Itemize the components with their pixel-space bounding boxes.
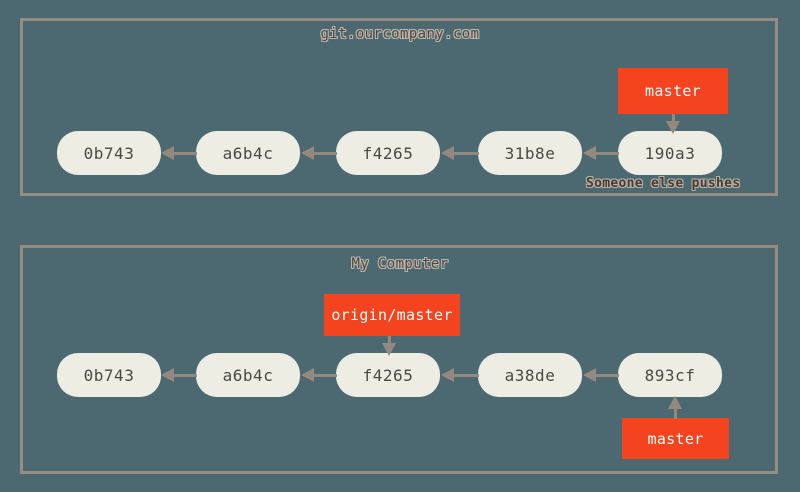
parent-arrow: [161, 353, 197, 397]
commit-node: f4265: [336, 131, 440, 175]
parent-arrow: [583, 131, 619, 175]
ref-label-origin-master: origin/master: [324, 294, 460, 336]
commit-node: a6b4c: [196, 131, 300, 175]
commit-node: 0b743: [57, 353, 161, 397]
commit-node: 190a3: [618, 131, 722, 175]
panel-local-title: My Computer: [351, 256, 449, 272]
ref-label-master: master: [618, 68, 728, 114]
parent-arrow: [583, 353, 619, 397]
commit-node: f4265: [336, 353, 440, 397]
commit-node: 31b8e: [478, 131, 582, 175]
parent-arrow: [441, 353, 479, 397]
commit-node: a38de: [478, 353, 582, 397]
ref-pointer-arrow: [364, 336, 414, 356]
ref-label-master: master: [622, 418, 729, 459]
commit-node: 0b743: [57, 131, 161, 175]
ref-pointer-arrow: [650, 396, 700, 419]
panel-remote-title: git.ourcompany.com: [320, 26, 480, 42]
ref-pointer-arrow: [648, 114, 698, 134]
parent-arrow: [301, 353, 337, 397]
panel-local-repository: [20, 245, 778, 474]
parent-arrow: [161, 131, 197, 175]
parent-arrow: [301, 131, 337, 175]
panel-remote-repository: [20, 18, 778, 196]
parent-arrow: [441, 131, 479, 175]
commit-node: a6b4c: [196, 353, 300, 397]
commit-node: 893cf: [618, 353, 722, 397]
annotation-someone-else-pushes: Someone else pushes: [586, 176, 741, 191]
